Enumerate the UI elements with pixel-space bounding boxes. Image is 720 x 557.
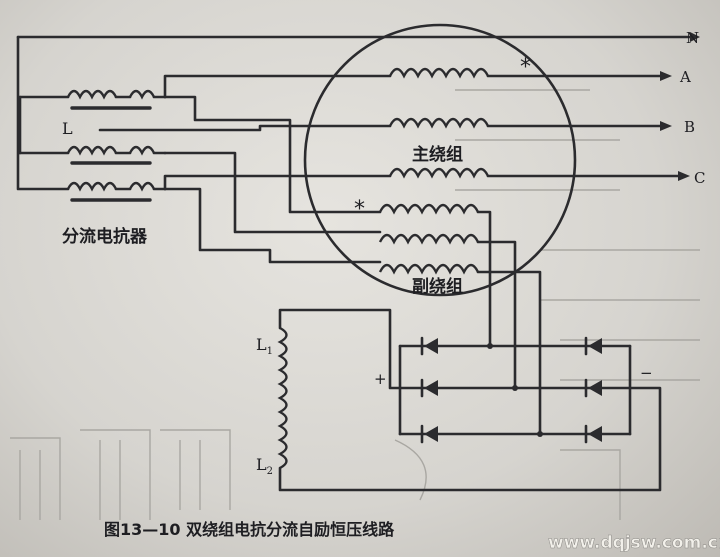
line-B: [18, 95, 672, 165]
aux-winding: [378, 203, 542, 436]
line-C: [66, 167, 690, 202]
generator-circle: [303, 23, 577, 297]
reactor-taps: [163, 95, 382, 264]
line-A: [18, 67, 672, 110]
excitation-coil: [277, 308, 662, 492]
rectifier-bridge: [398, 336, 632, 444]
line-N: [16, 32, 700, 191]
background-bleed: [10, 89, 700, 520]
